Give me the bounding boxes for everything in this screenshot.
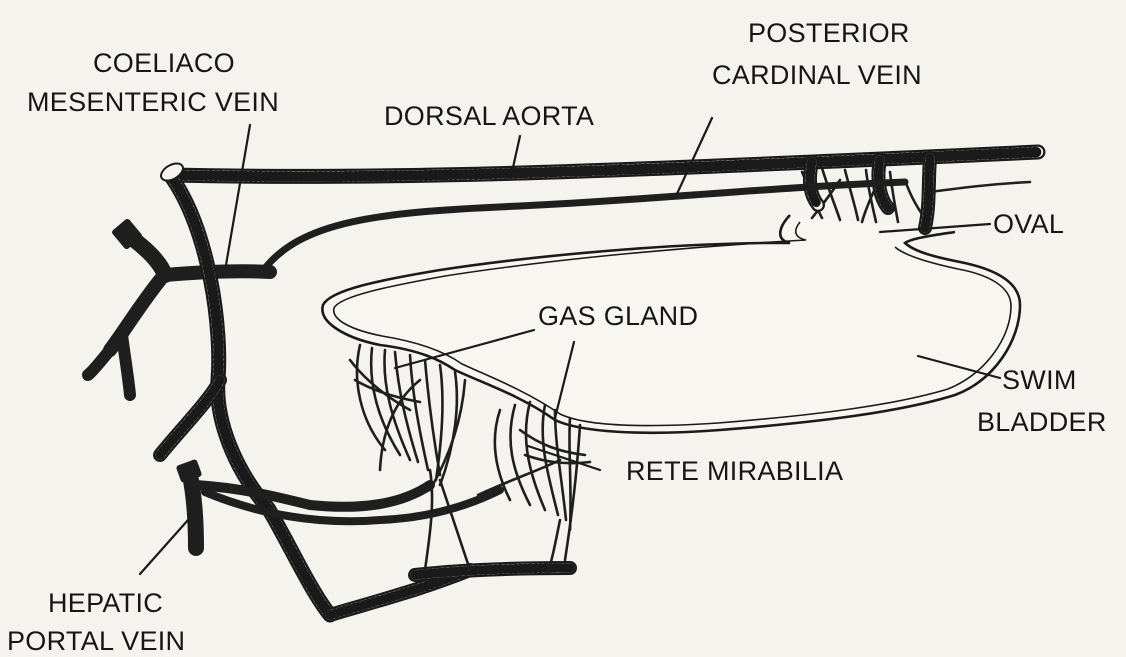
label-hepatic-line1: HEPATIC — [48, 588, 163, 618]
label-rete-mirabilia: RETE MIRABILIA — [626, 456, 843, 486]
oval-capillaries — [802, 168, 930, 225]
label-oval: OVAL — [993, 209, 1064, 239]
label-swim-line2: BLADDER — [977, 407, 1107, 437]
label-dorsal-aorta: DORSAL AORTA — [384, 101, 594, 131]
coeliaco-mesenteric-vein — [88, 218, 270, 395]
leader-posterior-cardinal — [676, 118, 712, 196]
label-coeliaco-line2: MESENTERIC VEIN — [27, 87, 279, 117]
label-coeliaco-line1: COELIACO — [93, 48, 235, 78]
leader-coeliaco — [226, 125, 250, 265]
label-hepatic-line2: PORTAL VEIN — [7, 626, 185, 656]
hepatic-portal-vein — [176, 459, 500, 548]
label-posterior-line1: POSTERIOR — [748, 18, 910, 48]
label-gas-gland: GAS GLAND — [538, 301, 698, 331]
posterior-extension-line — [930, 182, 1030, 192]
leader-hepatic — [140, 520, 188, 574]
label-swim-line1: SWIM — [1002, 365, 1077, 395]
label-posterior-line2: CARDINAL VEIN — [712, 60, 922, 90]
